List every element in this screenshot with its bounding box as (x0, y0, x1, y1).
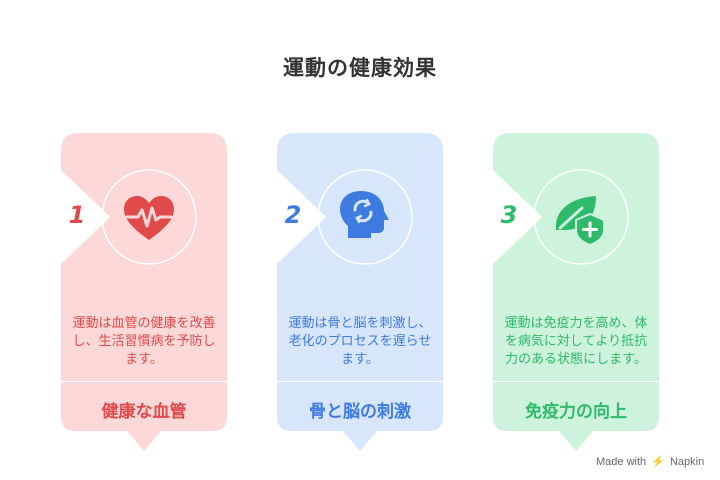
card-background (276, 133, 443, 451)
card-healthy-vessels: 1 運動は血管の健康を改善し、生活習慣病を予防します。 健康な血管 (60, 133, 227, 451)
card-label: 健康な血管 (101, 402, 187, 422)
heart-pulse-icon (124, 196, 174, 240)
card-bone-brain-stimulation: 2 運動は骨と脳を刺激し、老化のプロセスを遅らせます。 骨と脳の刺激 (276, 133, 443, 451)
card-background (60, 133, 227, 451)
card-description: 運動は免疫力を高め、体を病気に対してより抵抗力のある状態にします。 (504, 316, 648, 367)
card-description: 運動は骨と脳を刺激し、老化のプロセスを遅らせます。 (288, 316, 432, 367)
card-divider (277, 381, 443, 382)
brain-head-icon (340, 191, 389, 238)
napkin-credit[interactable]: Made with ⚡ Napkin (596, 455, 704, 468)
step-number: 1 (68, 201, 86, 229)
card-description: 運動は血管の健康を改善し、生活習慣病を予防します。 (72, 316, 216, 367)
card-divider (61, 381, 227, 382)
card-label: 免疫力の向上 (525, 402, 627, 422)
step-number: 2 (284, 201, 302, 229)
card-label: 骨と脳の刺激 (309, 402, 411, 422)
step-number: 3 (500, 201, 518, 229)
page-title: 運動の健康効果 (283, 56, 437, 80)
napkin-logo-icon: ⚡ (651, 456, 665, 468)
leaf-shield-icon (555, 196, 605, 247)
card-divider (493, 381, 659, 382)
card-background (492, 133, 659, 451)
card-immunity-boost: 3 運動は免疫力を高め、体を病気に対してより抵抗力のある状態にします。 免疫力の… (492, 133, 659, 451)
credit-brand: Napkin (669, 456, 705, 468)
credit-prefix: Made with (596, 456, 647, 468)
